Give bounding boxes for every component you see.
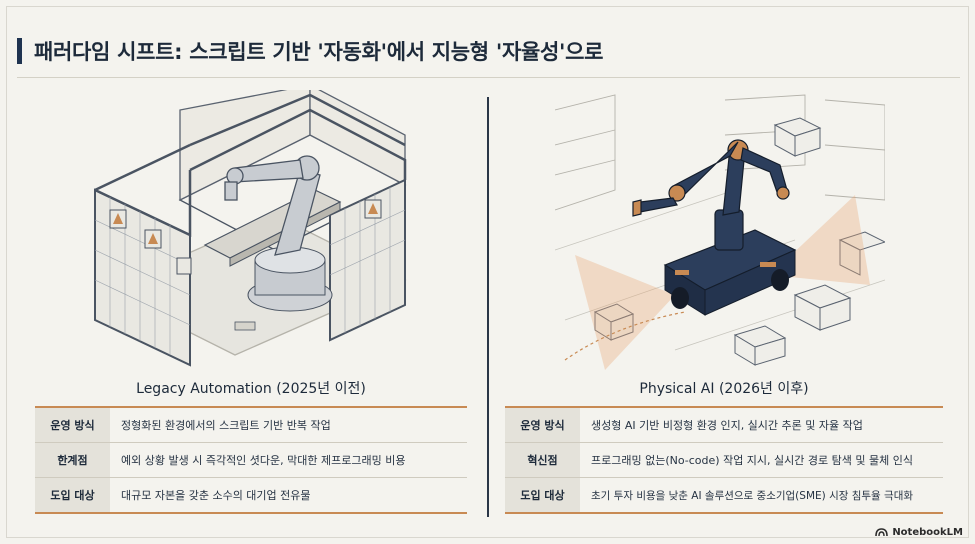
row-key: 한계점	[35, 442, 110, 478]
row-key: 혁신점	[505, 442, 580, 478]
row-value: 프로그래밍 없는(No-code) 작업 지시, 실시간 경로 탐색 및 물체 …	[580, 442, 943, 478]
brand-label: NotebookLM	[892, 527, 963, 538]
row-value: 정형화된 환경에서의 스크립트 기반 반복 작업	[110, 406, 467, 443]
table-row: 운영 방식 생성형 AI 기반 비정형 환경 인지, 실시간 추론 및 자율 작…	[505, 406, 943, 443]
notebooklm-logo-icon	[875, 528, 889, 537]
table-row: 한계점 예외 상황 발생 시 즉각적인 셧다운, 막대한 제프로그래밍 비용	[35, 442, 467, 478]
legacy-info-table: 운영 방식 정형화된 환경에서의 스크립트 기반 반복 작업 한계점 예외 상황…	[35, 406, 467, 514]
physical-ai-info-table: 운영 방식 생성형 AI 기반 비정형 환경 인지, 실시간 추론 및 자율 작…	[505, 406, 943, 514]
row-value: 대규모 자본을 갖춘 소수의 대기업 전유물	[110, 477, 467, 514]
notebooklm-brand: NotebookLM	[875, 527, 963, 538]
page-title: 패러다임 시프트: 스크립트 기반 '자동화'에서 지능형 '자율성'으로	[34, 40, 604, 64]
table-row: 혁신점 프로그래밍 없는(No-code) 작업 지시, 실시간 경로 탐색 및…	[505, 442, 943, 478]
column-divider	[487, 97, 489, 517]
row-key: 도입 대상	[35, 477, 110, 514]
physical-ai-robot-illustration	[555, 94, 885, 370]
row-value: 생성형 AI 기반 비정형 환경 인지, 실시간 추론 및 자율 작업	[580, 406, 943, 443]
row-value: 예외 상황 발생 시 즉각적인 셧다운, 막대한 제프로그래밍 비용	[110, 442, 467, 478]
row-value: 초기 투자 비용을 낮춘 AI 솔루션으로 중소기업(SME) 시장 침투율 극…	[580, 477, 943, 514]
legacy-caption: Legacy Automation (2025년 이전)	[136, 381, 366, 397]
row-key: 도입 대상	[505, 477, 580, 514]
title-accent-bar	[17, 38, 22, 64]
table-row: 도입 대상 초기 투자 비용을 낮춘 AI 솔루션으로 중소기업(SME) 시장…	[505, 477, 943, 514]
table-row: 운영 방식 정형화된 환경에서의 스크립트 기반 반복 작업	[35, 406, 467, 443]
row-key: 운영 방식	[35, 406, 110, 443]
table-row: 도입 대상 대규모 자본을 갖춘 소수의 대기업 전유물	[35, 477, 467, 514]
title-rule	[17, 77, 960, 78]
slide-frame	[6, 6, 969, 538]
legacy-robot-cell-illustration	[94, 90, 407, 367]
row-key: 운영 방식	[505, 406, 580, 443]
physical-ai-caption: Physical AI (2026년 이후)	[639, 381, 809, 397]
